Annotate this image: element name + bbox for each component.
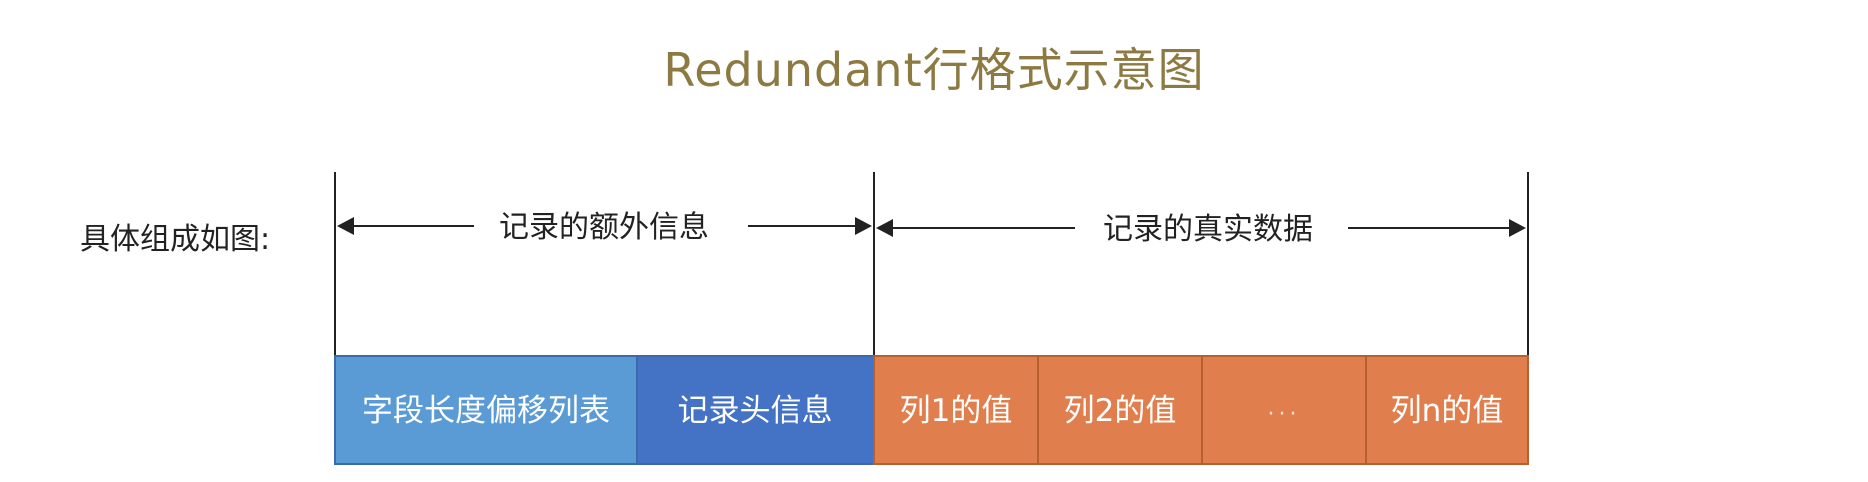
extra-info-span: 记录的额外信息 [337, 210, 872, 245]
cell-record-header: 记录头信息 [636, 355, 875, 465]
row-cells: 字段长度偏移列表 记录头信息 列1的值 列2的值 ··· 列n的值 [334, 355, 1529, 465]
cell-column-1-box [873, 355, 1039, 465]
cell-column-n-label: 列n的值 [1391, 393, 1504, 429]
cell-ellipsis: ··· [1201, 355, 1367, 465]
real-data-span: 记录的真实数据 [876, 212, 1526, 247]
real-data-label: 记录的真实数据 [1103, 212, 1313, 247]
cell-ellipsis-box [1201, 355, 1367, 465]
real-data-arrow-left-head [876, 219, 893, 237]
cell-column-2-label: 列2的值 [1064, 393, 1177, 429]
cell-column-2: 列2的值 [1037, 355, 1203, 465]
cell-column-n: 列n的值 [1365, 355, 1529, 465]
cell-ellipsis-label: ··· [1268, 402, 1301, 427]
cell-column-1-label: 列1的值 [900, 393, 1013, 429]
cell-field-length-offsets-box [334, 355, 638, 465]
cell-column-2-box [1037, 355, 1203, 465]
extra-info-arrow-right-head [855, 217, 872, 235]
extra-info-label: 记录的额外信息 [499, 210, 709, 245]
intro-label: 具体组成如图: [80, 222, 271, 257]
cell-field-length-offsets: 字段长度偏移列表 [334, 355, 638, 465]
cell-field-length-offsets-label: 字段长度偏移列表 [362, 393, 610, 429]
cell-column-n-box [1365, 355, 1529, 465]
cell-record-header-box [636, 355, 875, 465]
diagram-title: Redundant行格式示意图 [663, 43, 1205, 97]
real-data-arrow-right-head [1509, 219, 1526, 237]
cell-record-header-label: 记录头信息 [678, 393, 833, 429]
extra-info-arrow-left-head [337, 217, 354, 235]
cell-column-1: 列1的值 [873, 355, 1039, 465]
